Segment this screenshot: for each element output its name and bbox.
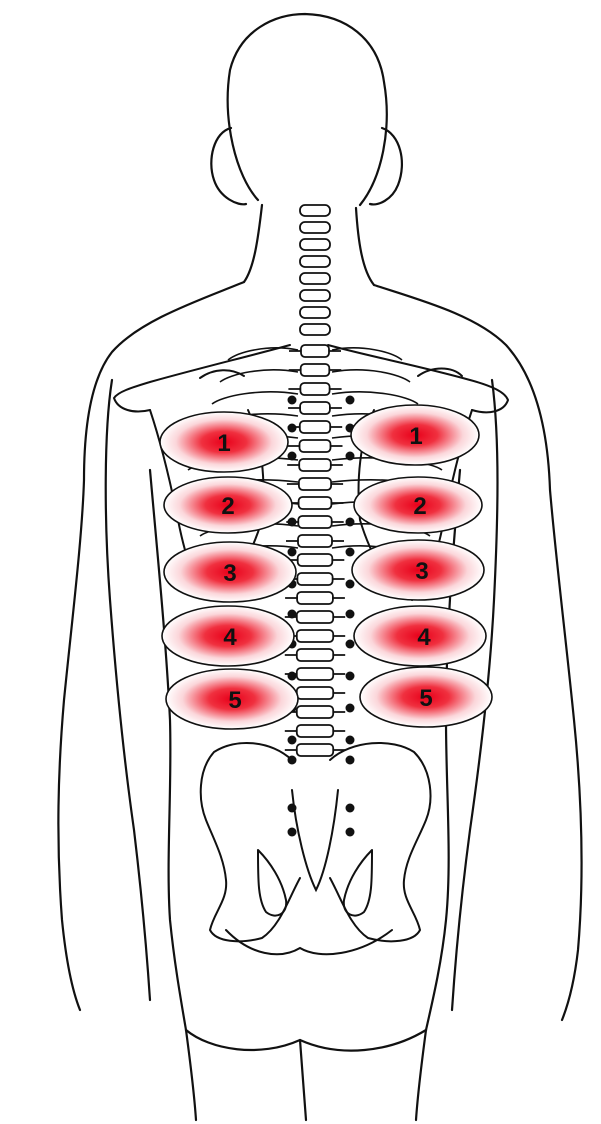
- right-marker-4: 4: [354, 606, 486, 666]
- right-dot: [346, 640, 355, 649]
- left-dot: [288, 828, 297, 837]
- right-dot: [346, 828, 355, 837]
- right-marker-3: 3: [352, 540, 484, 600]
- left-dot: [288, 804, 297, 813]
- left-marker-1: 1: [160, 412, 288, 472]
- right-dot: [346, 452, 355, 461]
- left-dot: [288, 424, 297, 433]
- right-marker-2: 2: [354, 477, 482, 533]
- right-dot: [346, 548, 355, 557]
- right-dot: [346, 518, 355, 527]
- left-dot: [288, 548, 297, 557]
- right-dot: [346, 804, 355, 813]
- left-marker-5-label: 5: [228, 687, 241, 714]
- left-marker-2: 2: [164, 477, 292, 533]
- left-marker-5: 5: [166, 669, 298, 729]
- left-dot: [288, 672, 297, 681]
- left-dot: [288, 396, 297, 405]
- left-dot: [288, 736, 297, 745]
- left-marker-2-label: 2: [221, 493, 234, 520]
- right-dot: [346, 704, 355, 713]
- left-dot: [288, 452, 297, 461]
- right-dot: [346, 736, 355, 745]
- right-dot: [346, 756, 355, 765]
- left-marker-1-label: 1: [217, 430, 230, 457]
- right-marker-1-label: 1: [409, 423, 422, 450]
- left-marker-4-label: 4: [223, 624, 237, 651]
- right-marker-5-label: 5: [419, 685, 432, 712]
- left-marker-3: 3: [164, 542, 296, 602]
- left-dot: [288, 518, 297, 527]
- left-marker-4: 4: [162, 606, 294, 666]
- right-marker-2-label: 2: [413, 493, 426, 520]
- left-dot: [288, 610, 297, 619]
- left-marker-3-label: 3: [223, 560, 236, 587]
- right-marker-1: 1: [351, 405, 479, 465]
- left-dot: [288, 756, 297, 765]
- right-marker-3-label: 3: [415, 558, 428, 585]
- right-dot: [346, 610, 355, 619]
- right-dot: [346, 580, 355, 589]
- right-dot: [346, 672, 355, 681]
- right-dot: [346, 396, 355, 405]
- right-marker-4-label: 4: [417, 624, 431, 651]
- right-marker-5: 5: [360, 667, 492, 727]
